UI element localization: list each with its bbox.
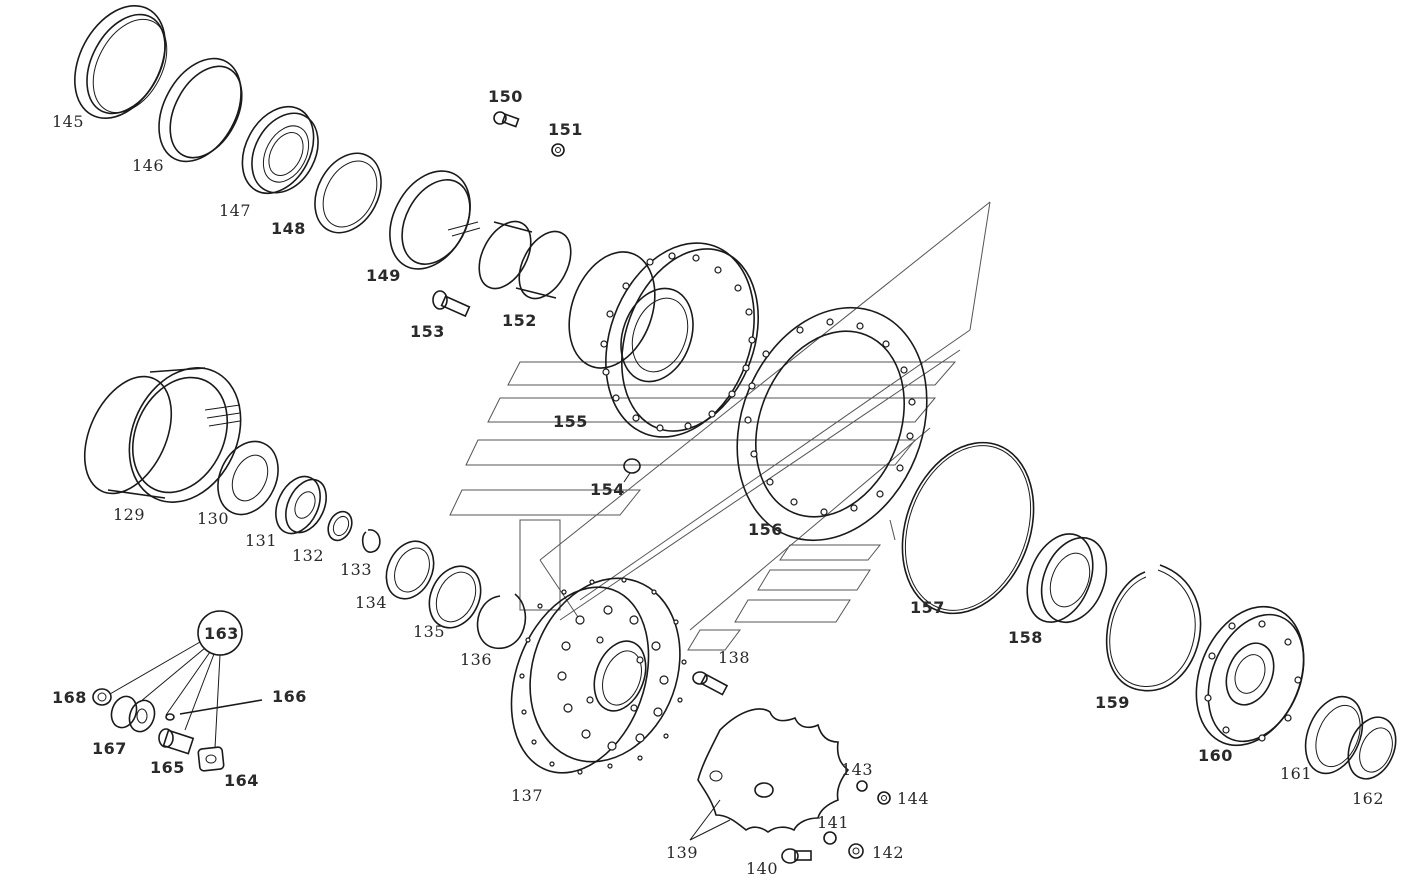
label-150: 150 <box>488 87 523 106</box>
part-134-ring <box>385 540 435 600</box>
part-133-circlip <box>361 529 381 553</box>
part-137-carrier <box>510 577 687 775</box>
label-136: 136 <box>460 650 493 669</box>
label-144: 144 <box>897 789 930 808</box>
label-165: 165 <box>150 758 185 777</box>
part-129-drum <box>83 367 242 503</box>
label-140: 140 <box>746 859 779 878</box>
label-148: 148 <box>271 219 306 238</box>
part-161-lock-washer <box>1304 695 1364 775</box>
label-158: 158 <box>1008 628 1043 647</box>
part-164-plate <box>197 746 225 772</box>
part-159-snap-ring <box>1106 564 1202 692</box>
part-163-kit <box>109 610 243 749</box>
label-134: 134 <box>355 593 388 612</box>
label-142: 142 <box>872 843 905 862</box>
part-154-plug <box>623 458 641 474</box>
label-145: 145 <box>52 112 85 131</box>
part-139-cam-plate <box>697 708 850 833</box>
part-152-sleeve <box>478 220 572 300</box>
leader-lines <box>623 472 731 841</box>
part-153-bolt <box>432 290 471 318</box>
label-154: 154 <box>590 480 625 499</box>
label-153: 153 <box>410 322 445 341</box>
part-146-ring <box>158 57 243 163</box>
part-136-snap-ring <box>476 593 527 649</box>
label-156: 156 <box>748 520 783 539</box>
label-152: 152 <box>502 311 537 330</box>
part-149-ring <box>389 170 481 270</box>
part-138-bolt <box>692 671 729 696</box>
label-164: 164 <box>224 771 259 790</box>
part-156-flange-ring <box>736 306 928 542</box>
part-158-bearing <box>1026 533 1108 624</box>
label-168: 168 <box>52 688 87 707</box>
label-146: 146 <box>132 156 165 175</box>
label-167: 167 <box>92 739 127 758</box>
part-132-ring <box>327 510 353 542</box>
label-160: 160 <box>1198 746 1233 765</box>
part-151-nut <box>551 143 565 157</box>
part-131-bearing <box>275 475 327 535</box>
watermark-logo <box>449 201 991 651</box>
part-165-shaft <box>158 728 195 755</box>
label-130: 130 <box>197 509 230 528</box>
part-167-bearing <box>110 695 156 733</box>
part-145-seal-ring <box>74 4 168 120</box>
label-147: 147 <box>219 201 252 220</box>
part-142-nut <box>848 843 864 859</box>
part-168-washer <box>92 688 112 706</box>
part-141-washer <box>823 831 837 845</box>
part-150-bolt <box>493 111 520 128</box>
label-157: 157 <box>910 598 945 617</box>
part-140-bolt <box>781 848 812 864</box>
part-130-washer <box>217 440 279 516</box>
part-166-pin <box>165 699 263 721</box>
part-135-ring <box>428 565 482 629</box>
label-163: 163 <box>204 624 239 643</box>
part-160-cover <box>1195 605 1305 747</box>
label-139: 139 <box>666 843 699 862</box>
label-161: 161 <box>1280 764 1313 783</box>
part-148-ring <box>314 152 382 234</box>
label-137: 137 <box>511 786 544 805</box>
label-133: 133 <box>340 560 373 579</box>
label-151: 151 <box>548 120 583 139</box>
label-155: 155 <box>553 412 588 431</box>
label-159: 159 <box>1095 693 1130 712</box>
label-129: 129 <box>113 505 146 524</box>
part-144-nut <box>877 791 891 805</box>
part-147-bearing <box>241 105 319 195</box>
label-166: 166 <box>272 687 307 706</box>
label-131: 131 <box>245 531 278 550</box>
part-157-o-ring <box>901 441 1035 615</box>
part-143-washer <box>856 780 868 792</box>
part-155-hub <box>568 242 759 438</box>
label-132: 132 <box>292 546 325 565</box>
label-135: 135 <box>413 622 446 641</box>
label-141: 141 <box>817 813 850 832</box>
part-162-nut <box>1347 716 1397 780</box>
label-149: 149 <box>366 266 401 285</box>
label-143: 143 <box>841 760 874 779</box>
label-162: 162 <box>1352 789 1385 808</box>
label-138: 138 <box>718 648 751 667</box>
